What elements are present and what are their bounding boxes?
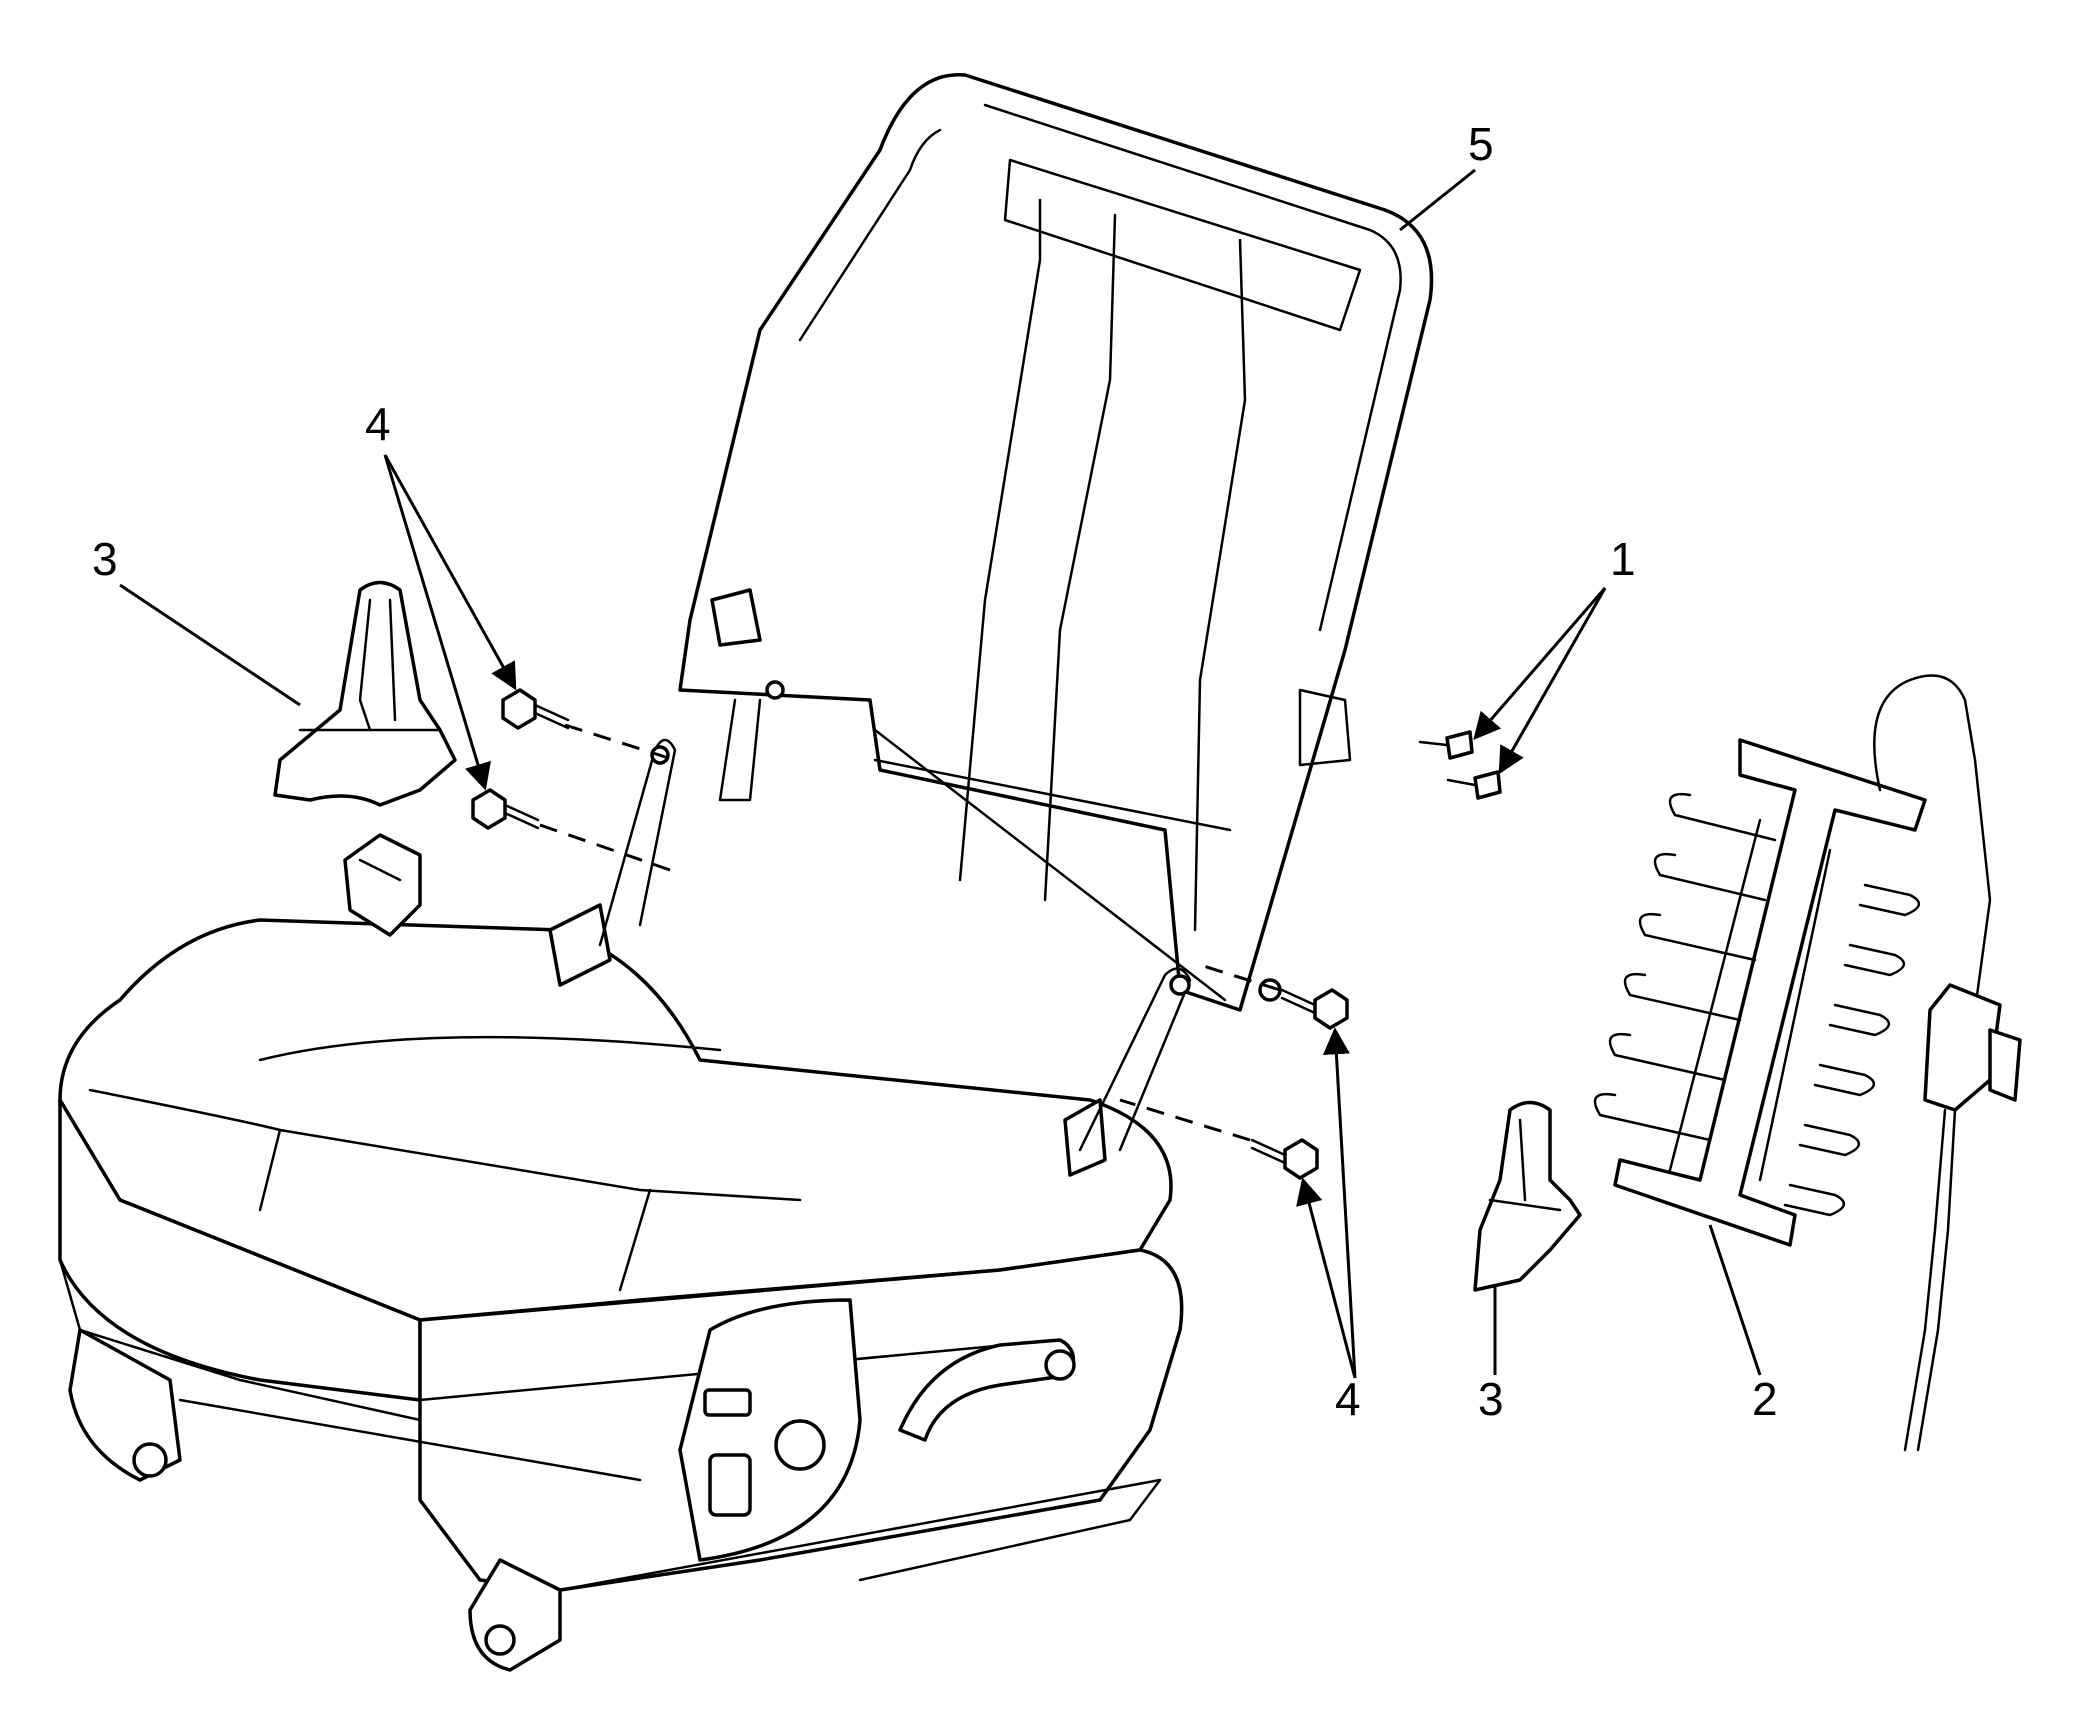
callout-3-left: 3 [92,533,301,707]
right-side-cover [1473,1100,1582,1292]
bolt-lower-right [1250,1138,1319,1180]
svg-text:4: 4 [1335,1373,1361,1425]
bolt-upper-right [1280,988,1349,1030]
svg-text:5: 5 [1468,118,1494,170]
callout-4-left: 4 [365,398,517,791]
seat-cushion-assembly [58,833,1184,1672]
lumbar-wires [1593,792,1920,1217]
callout-2: 2 [1708,1224,1778,1425]
svg-text:4: 4 [365,398,391,450]
push-pin-lower [1446,770,1502,800]
alignment-lines [539,723,1281,1142]
callout-4-right: 4 [1296,1027,1361,1425]
bolt-lower-left [471,788,540,830]
seat-back-frame [678,73,1434,1012]
lumbar-support [1593,674,2022,1452]
svg-text:3: 3 [92,533,118,585]
left-side-cover [273,580,457,807]
bolt-upper-left [501,688,570,730]
callout-1: 1 [1473,533,1636,775]
callout-5: 5 [1399,118,1494,232]
recliner-pivot-arms [598,738,1192,1152]
svg-text:1: 1 [1610,533,1636,585]
svg-text:2: 2 [1752,1373,1778,1425]
push-pin-upper [1418,730,1474,760]
svg-text:3: 3 [1478,1373,1504,1425]
callout-3-right: 3 [1478,1285,1504,1425]
